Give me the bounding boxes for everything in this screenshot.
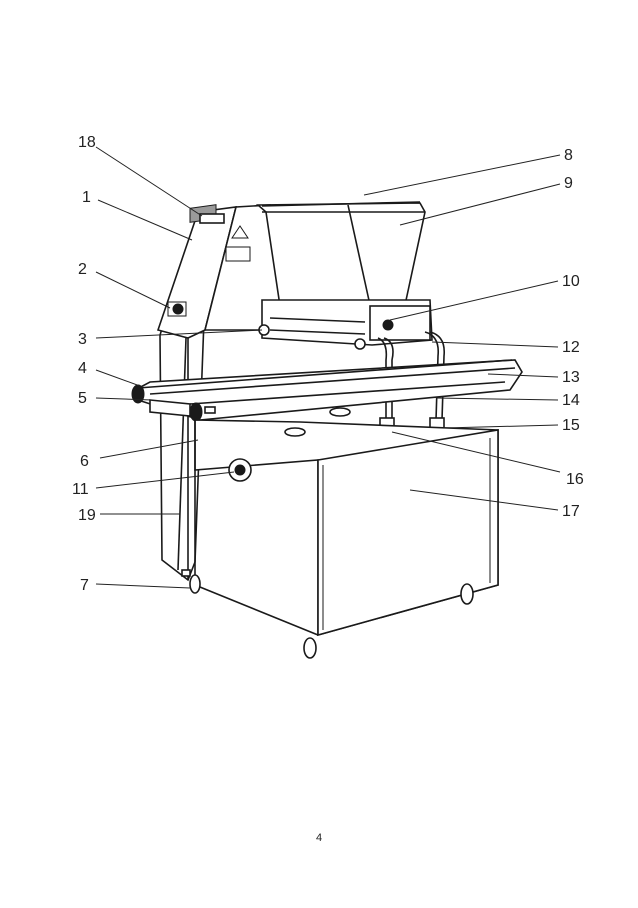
callout-8: 8	[564, 147, 573, 164]
leader-lines	[95, 146, 561, 589]
callout-9: 9	[564, 175, 573, 192]
callout-14: 14	[562, 392, 580, 409]
callout-13: 13	[562, 369, 580, 386]
callout-3: 3	[78, 331, 87, 348]
callout-15: 15	[562, 417, 580, 434]
callout-labels: 18 1 2 3 4 5 6 11 19 7 8 9 10 12 13 14 1…	[72, 134, 584, 594]
callout-16: 16	[566, 471, 584, 488]
callout-5: 5	[78, 390, 87, 407]
hopper	[255, 202, 426, 307]
callout-2: 2	[78, 261, 87, 278]
castors	[181, 569, 474, 659]
callout-1: 1	[82, 189, 91, 206]
cabinet-door	[317, 429, 499, 637]
callout-7: 7	[80, 577, 89, 594]
callout-17: 17	[562, 503, 580, 520]
callout-4: 4	[78, 360, 87, 377]
page-number: 4	[315, 832, 323, 844]
machine-body	[131, 201, 523, 659]
callout-18: 18	[78, 134, 96, 151]
callout-11: 11	[72, 481, 89, 498]
callout-19: 19	[78, 507, 96, 524]
control-knob	[172, 303, 184, 315]
callout-10: 10	[562, 273, 580, 290]
callout-6: 6	[80, 453, 89, 470]
callout-12: 12	[562, 339, 580, 356]
